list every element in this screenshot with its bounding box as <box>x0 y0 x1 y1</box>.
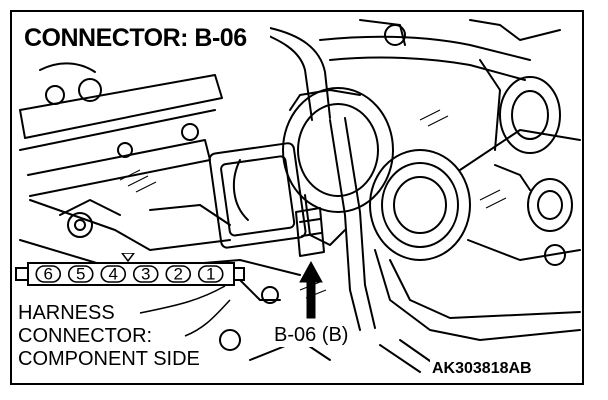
callout-arrow <box>299 260 323 319</box>
callout-label: B-06 (B) <box>272 323 351 347</box>
connector-pin-2: 2 <box>165 265 192 284</box>
connector-pin-3: 3 <box>132 265 159 284</box>
connector-pin-label: 5 <box>76 265 85 284</box>
connector-pin-label: 6 <box>44 265 53 284</box>
connector-latch-icon <box>121 253 135 263</box>
harness-label-line-1: HARNESS <box>18 302 115 324</box>
connector-pin-label: 3 <box>141 265 150 284</box>
connector-pin-6: 6 <box>35 265 62 284</box>
connector-pin-label: 1 <box>206 265 215 284</box>
figure-code: AK303818AB <box>430 360 534 378</box>
harness-label-line-3: COMPONENT SIDE <box>18 348 200 370</box>
connector-pin-label: 4 <box>109 265 118 284</box>
connector-pin-1: 1 <box>197 265 224 284</box>
harness-connector: 6 5 4 3 2 1 <box>15 253 245 286</box>
diagram-border <box>10 10 584 385</box>
harness-label-line-2: CONNECTOR: <box>18 325 153 347</box>
diagram-title: CONNECTOR: B-06 <box>18 18 270 58</box>
connector-pin-5: 5 <box>67 265 94 284</box>
connector-pin-4: 4 <box>100 265 127 284</box>
connector-pin-label: 2 <box>174 265 183 284</box>
